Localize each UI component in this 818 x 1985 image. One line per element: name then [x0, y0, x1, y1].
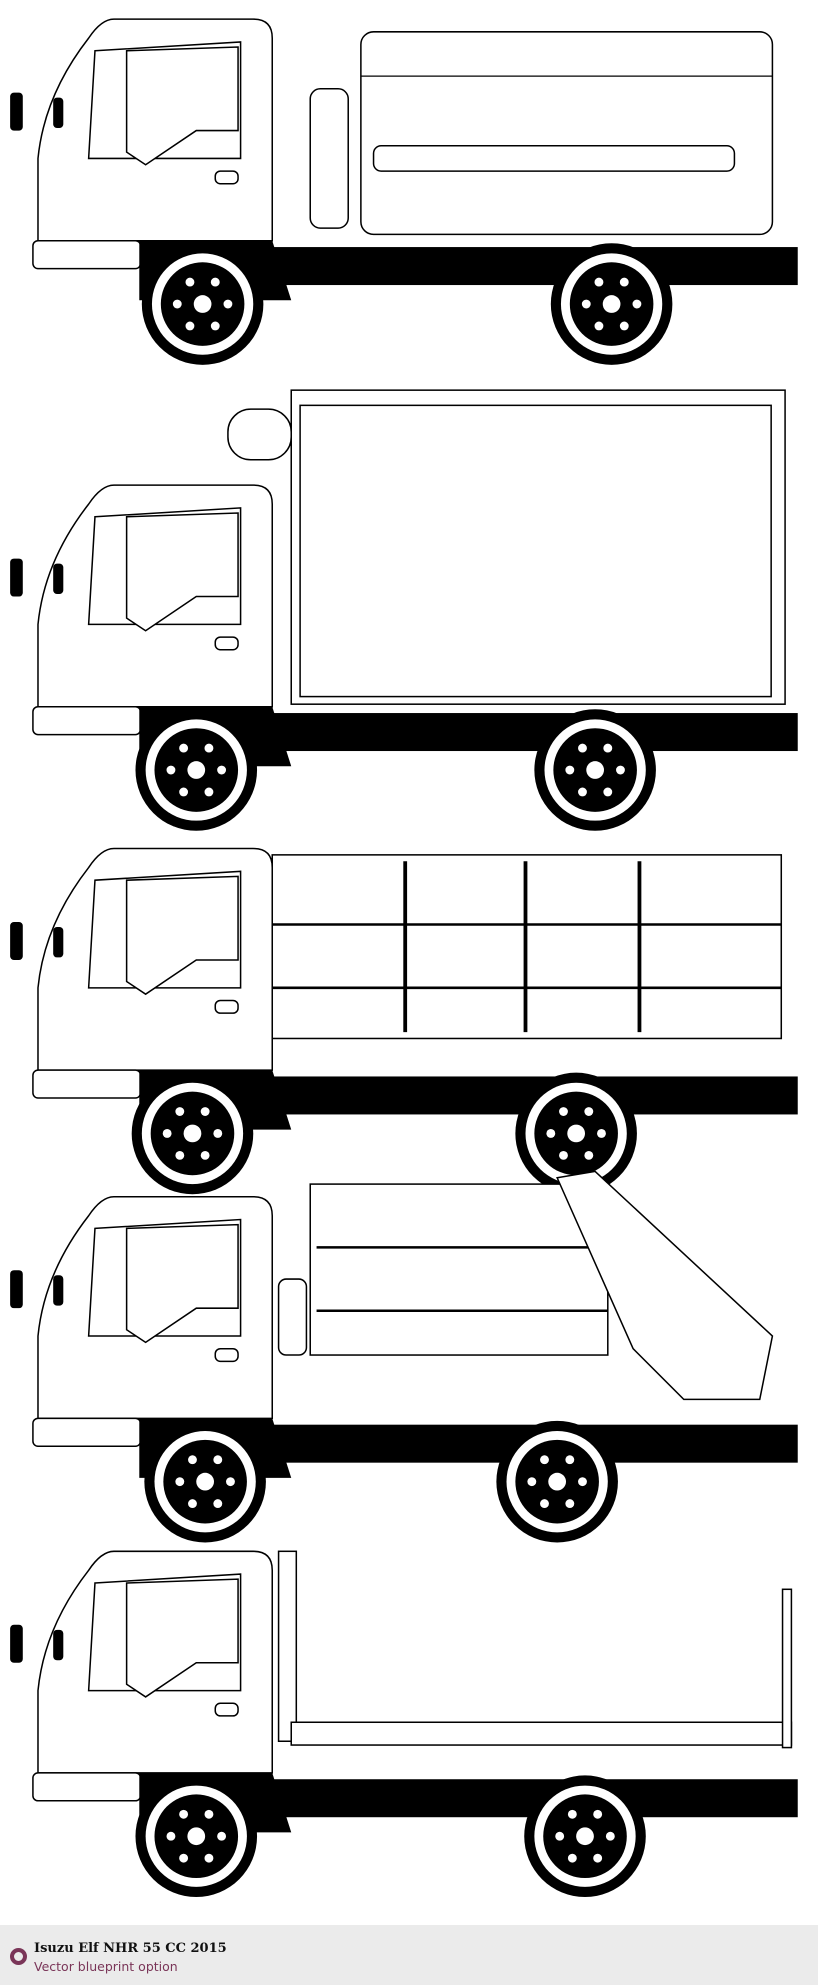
door-handle [214, 1702, 239, 1717]
mirror-icon [53, 927, 64, 958]
wheel [550, 243, 673, 365]
mirror-icon [53, 1629, 64, 1661]
flatbed-deck [290, 1721, 793, 1746]
mirror-icon [53, 563, 64, 595]
bumper [32, 705, 142, 736]
chassis [253, 1779, 798, 1818]
mirror-icon [10, 1270, 23, 1309]
mirror-icon [10, 921, 23, 960]
cab [10, 1550, 292, 1833]
caption-bar: Isuzu Elf NHR 55 CC 2015 Vector blueprin… [0, 1925, 818, 1985]
truck-garbage-compactor [10, 1170, 798, 1543]
pump [309, 88, 349, 229]
mirror-icon [10, 1624, 23, 1663]
wheel [534, 709, 656, 831]
tank [360, 31, 774, 236]
wheel [524, 1775, 646, 1897]
mirror-icon [53, 97, 64, 129]
side-window [125, 1578, 239, 1698]
compactor-tailgate [556, 1170, 774, 1401]
mirror-icon [53, 1275, 64, 1306]
bumper [32, 1772, 142, 1802]
wheel [144, 1420, 266, 1543]
wheel [131, 1072, 254, 1195]
reefer-unit [227, 408, 292, 461]
chassis [253, 713, 798, 752]
mirror-icon [10, 92, 23, 131]
truck-cargo [10, 847, 798, 1195]
truck-flatbed [10, 1550, 798, 1897]
truck-tanker [10, 18, 798, 365]
chassis [253, 247, 798, 286]
truck-blueprints [10, 18, 798, 1897]
bumper [32, 1069, 142, 1099]
cab [10, 18, 292, 301]
caption-subtitle: Vector blueprint option [34, 1959, 178, 1974]
truck-box [10, 389, 798, 831]
side-window [125, 1223, 239, 1344]
wheel [496, 1420, 618, 1543]
cab [10, 1195, 292, 1478]
door-handle [214, 1347, 239, 1363]
door-handle [214, 170, 239, 185]
headboard [277, 1550, 298, 1743]
hopper-body [309, 1183, 609, 1356]
bumper [32, 1417, 142, 1447]
wheel [135, 1775, 258, 1897]
tail-post [781, 1588, 793, 1749]
wheel [515, 1072, 637, 1195]
side-window [125, 875, 239, 996]
cab [10, 484, 292, 767]
cab [10, 847, 292, 1130]
bumper [32, 239, 142, 270]
side-window [125, 46, 239, 166]
bullet-icon [10, 1948, 27, 1965]
box-panel [299, 404, 772, 698]
mirror-icon [10, 558, 23, 597]
wheel [135, 709, 258, 831]
tank-panel [372, 145, 736, 172]
tank [277, 1278, 308, 1356]
door-handle [214, 999, 239, 1014]
wheel [141, 243, 264, 365]
caption-title: Isuzu Elf NHR 55 CC 2015 [34, 1941, 227, 1956]
door-handle [214, 636, 239, 651]
side-window [125, 512, 239, 632]
